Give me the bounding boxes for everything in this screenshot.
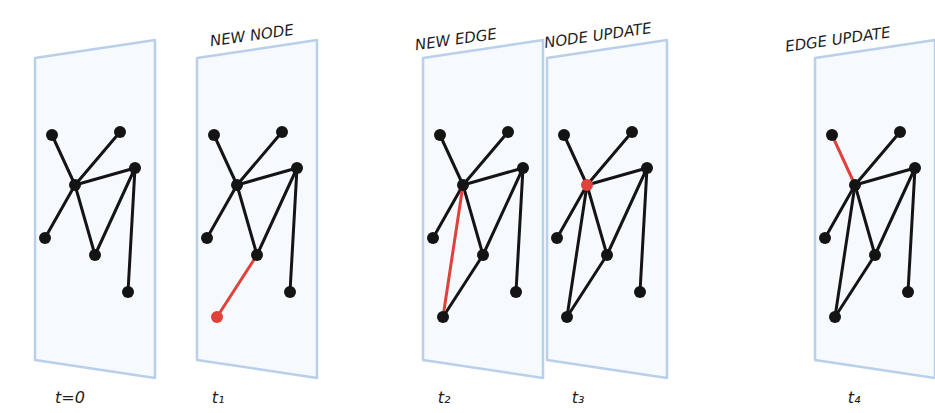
graph-edge: [483, 168, 523, 255]
time-label: t₄: [848, 390, 861, 406]
graph-edge: [832, 135, 855, 185]
graph-vertex: [626, 126, 638, 138]
graph-vertex: [510, 286, 522, 298]
snapshot-plane: [35, 40, 155, 378]
graph-edge: [75, 168, 135, 185]
graph-panel: [197, 40, 317, 378]
graph-edge: [237, 132, 282, 185]
graph-edge: [908, 168, 915, 292]
graph-edge: [855, 132, 900, 185]
graph-vertex: [129, 162, 141, 174]
graph-edge: [587, 168, 647, 185]
time-label: t₂: [438, 390, 451, 406]
graph-vertex: [581, 179, 593, 191]
snapshot-plane: [197, 40, 317, 378]
graph-vertex: [122, 286, 134, 298]
graph-vertex: [641, 162, 653, 174]
graph-vertex: [517, 162, 529, 174]
graph-edge: [463, 168, 523, 185]
graph-edge: [443, 185, 463, 317]
graph-edge: [855, 168, 915, 185]
graph-vertex: [208, 129, 220, 141]
time-label: t=0: [55, 390, 85, 406]
graph-vertex: [457, 179, 469, 191]
graph-vertex: [909, 162, 921, 174]
graph-edge: [567, 185, 587, 317]
graph-edge: [463, 132, 508, 185]
graph-edge: [875, 168, 915, 255]
graph-edge: [75, 185, 95, 255]
graph-edge: [95, 168, 135, 255]
graph-vertex: [561, 311, 573, 323]
graph-edge: [564, 135, 587, 185]
graph-edge: [290, 168, 297, 292]
graph-vertex: [39, 232, 51, 244]
graph-panel: [423, 40, 543, 378]
graph-vertex: [211, 311, 223, 323]
graph-panel: [35, 40, 155, 378]
time-label: t₁: [212, 390, 225, 406]
graph-vertex: [502, 126, 514, 138]
graph-vertex: [819, 232, 831, 244]
graph-vertex: [46, 129, 58, 141]
graph-vertex: [427, 232, 439, 244]
graph-vertex: [69, 179, 81, 191]
graph-edge: [855, 185, 875, 255]
graph-edge: [214, 135, 237, 185]
graph-edge: [237, 168, 297, 185]
graph-vertex: [201, 232, 213, 244]
graph-vertex: [551, 232, 563, 244]
graph-edge: [52, 135, 75, 185]
graph-vertex: [634, 286, 646, 298]
graph-vertex: [477, 249, 489, 261]
graph-edge: [207, 185, 237, 238]
graph-vertex: [869, 249, 881, 261]
graph-edge: [45, 185, 75, 238]
snapshot-plane: [815, 40, 935, 378]
graph-edge: [516, 168, 523, 292]
graph-vertex: [601, 249, 613, 261]
graph-panel: [815, 40, 935, 378]
graph-edge: [217, 255, 257, 317]
graph-edge: [75, 132, 120, 185]
graph-panel: [547, 40, 667, 378]
graph-vertex: [829, 311, 841, 323]
graph-vertex: [89, 249, 101, 261]
graph-edge: [835, 185, 855, 317]
graph-edge: [587, 132, 632, 185]
graph-vertex: [114, 126, 126, 138]
graph-vertex: [434, 129, 446, 141]
graph-vertex: [437, 311, 449, 323]
graph-edge: [237, 185, 257, 255]
graph-edge: [607, 168, 647, 255]
graph-vertex: [826, 129, 838, 141]
graph-edge: [128, 168, 135, 292]
graph-edge: [440, 135, 463, 185]
snapshot-plane: [547, 40, 667, 378]
graph-edge: [257, 168, 297, 255]
graph-vertex: [902, 286, 914, 298]
graph-edge: [587, 185, 607, 255]
graph-edge: [640, 168, 647, 292]
graph-vertex: [894, 126, 906, 138]
graph-edge: [463, 185, 483, 255]
graph-vertex: [849, 179, 861, 191]
time-label: t₃: [572, 390, 585, 406]
graph-vertex: [251, 249, 263, 261]
snapshot-plane: [423, 40, 543, 378]
graph-vertex: [231, 179, 243, 191]
graph-vertex: [558, 129, 570, 141]
graph-vertex: [284, 286, 296, 298]
graph-vertex: [291, 162, 303, 174]
graph-vertex: [276, 126, 288, 138]
